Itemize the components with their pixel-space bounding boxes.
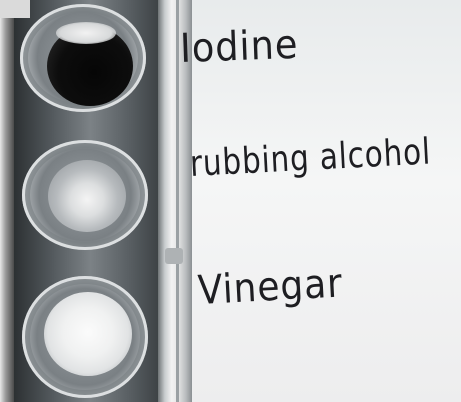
tray-edge-shadow	[0, 0, 14, 402]
label-iodine: Iodine	[179, 21, 300, 72]
glass-rod-core	[176, 0, 179, 402]
tray-corner-highlight	[0, 0, 30, 18]
sample-iodine-residue	[56, 22, 116, 44]
glass-rod	[158, 0, 192, 402]
sample-rubbing-alcohol	[48, 160, 126, 232]
glass-rod-joint	[165, 248, 183, 264]
label-vinegar: Vinegar	[196, 260, 344, 314]
sample-vinegar	[44, 292, 132, 376]
paper-sheet	[192, 0, 461, 402]
